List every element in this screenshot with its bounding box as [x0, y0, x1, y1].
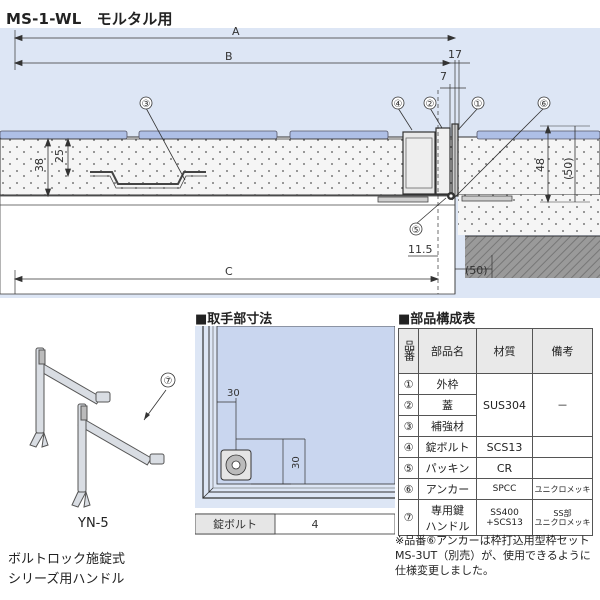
- title: MS-1-WL モルタル用: [6, 10, 173, 28]
- handle-caption-line-2: シリーズ用ハンドル: [8, 572, 125, 587]
- row-no: ⑤: [398, 457, 419, 479]
- dim-7: 7: [440, 70, 447, 83]
- table-row: ② 蓋: [398, 394, 593, 416]
- callout-2: ②: [426, 99, 435, 110]
- dim-a: A: [232, 25, 240, 38]
- row-no: ⑥: [398, 478, 419, 500]
- section-drawing: A B C 17 7 38 25 48 (50) 11.5 (50) ③ ④ ②…: [0, 25, 600, 298]
- dim-c: C: [225, 265, 233, 278]
- handle-caption-line-1: ボルトロック施錠式: [8, 552, 126, 567]
- handle-dimension-drawing: 30 30 錠ボルト 4: [195, 326, 395, 535]
- row-name: 錠ボルト: [418, 436, 477, 458]
- row-name: 外枠: [418, 373, 477, 395]
- handle-model: YN-5: [78, 516, 109, 531]
- wall-hatch: [465, 236, 600, 278]
- row-material-line-2: +SCS13: [486, 517, 523, 528]
- parts-table-header: 品番 部品名 材質 備考: [398, 328, 593, 374]
- row-no: ④: [398, 436, 419, 458]
- row-remarks-line-1: SS部: [553, 508, 572, 518]
- row-material: SCS13: [476, 436, 533, 458]
- callout-1: ①: [474, 99, 483, 110]
- row-material-line-1: SS400: [490, 507, 519, 518]
- row-name: 専用鍵 ハンドル: [418, 499, 477, 536]
- header-remarks: 備考: [532, 328, 593, 374]
- dim-38: 38: [33, 158, 46, 172]
- row-name-line-2: ハンドル: [425, 519, 470, 533]
- row-name: アンカー: [418, 478, 477, 500]
- table-row: ⑤ パッキン CR: [398, 457, 593, 479]
- row-name-line-1: 専用鍵: [431, 503, 464, 517]
- dim-50-right: (50): [562, 157, 575, 180]
- callouts: ③ ④ ② ① ⑥ ⑤: [139, 96, 551, 236]
- callout-7: ⑦: [164, 376, 173, 387]
- row-material: SS400 +SCS13: [476, 499, 533, 536]
- row-remarks: [532, 436, 593, 458]
- header-material: 材質: [476, 328, 533, 374]
- table-row: ⑦ 専用鍵 ハンドル SS400 +SCS13 SS部 ユニクロメッキ: [398, 499, 593, 536]
- handle-section-heading: ■取手部寸法: [195, 312, 273, 327]
- row-name: パッキン: [418, 457, 477, 479]
- dim-50-bottom: (50): [465, 264, 488, 277]
- table-row: ① 外枠 SUS304 －: [398, 373, 593, 437]
- reinforcement-bar: [90, 171, 206, 185]
- concrete-slab: [0, 136, 600, 196]
- row-no: ③: [398, 415, 419, 437]
- handle-dim-vertical: 30: [291, 456, 302, 469]
- parts-note: ※品番⑥アンカーは枠打込用型枠セットMS-3UT（別売）が、使用できるように仕様…: [395, 534, 591, 577]
- header-name: 部品名: [418, 328, 477, 374]
- dim-17: 17: [448, 48, 462, 61]
- handle-illustration: ⑦: [29, 347, 176, 508]
- parts-section-heading: ■部品構成表: [398, 312, 476, 327]
- row-material: CR: [476, 457, 533, 479]
- row-name: 補強材: [418, 415, 477, 437]
- dim-11-5: 11.5: [408, 243, 433, 256]
- callout-3: ③: [142, 99, 151, 110]
- row-remarks: [532, 457, 593, 479]
- dim-b: B: [225, 50, 233, 63]
- row-no: ①: [398, 373, 419, 395]
- table-row: ④ 錠ボルト SCS13: [398, 436, 593, 458]
- table-row: ⑥ アンカー SPCC ユニクロメッキ: [398, 478, 593, 500]
- concrete-slab-lower: [458, 195, 600, 235]
- lock-bolt-value: 4: [312, 518, 319, 531]
- row-remarks: SS部 ユニクロメッキ: [532, 499, 593, 536]
- callout-6: ⑥: [540, 99, 549, 110]
- callout-5: ⑤: [412, 225, 421, 236]
- lock-bolt-label: 錠ボルト: [213, 517, 257, 531]
- row-material: SUS304: [476, 373, 533, 437]
- row-remarks: ユニクロメッキ: [532, 478, 593, 500]
- row-remarks-line-2: ユニクロメッキ: [534, 517, 591, 527]
- row-no: ②: [398, 394, 419, 416]
- floor-tiles: [0, 130, 600, 140]
- parts-table: 品番 部品名 材質 備考 ① 外枠 SUS304 － ② 蓋 ③ 補強材 ④ 錠…: [398, 328, 593, 536]
- handle-dim-horizontal: 30: [227, 388, 240, 399]
- callout-4: ④: [394, 99, 403, 110]
- header-no: 品番: [398, 328, 419, 374]
- row-remarks: －: [532, 373, 593, 437]
- row-name: 蓋: [418, 394, 477, 416]
- anchor-plate: [377, 196, 429, 203]
- dim-48: 48: [534, 158, 547, 172]
- row-material: SPCC: [476, 478, 533, 500]
- dim-25: 25: [53, 149, 66, 163]
- handle-caption: ボルトロック施錠式 シリーズ用ハンドル: [8, 550, 125, 590]
- row-no: ⑦: [398, 499, 419, 536]
